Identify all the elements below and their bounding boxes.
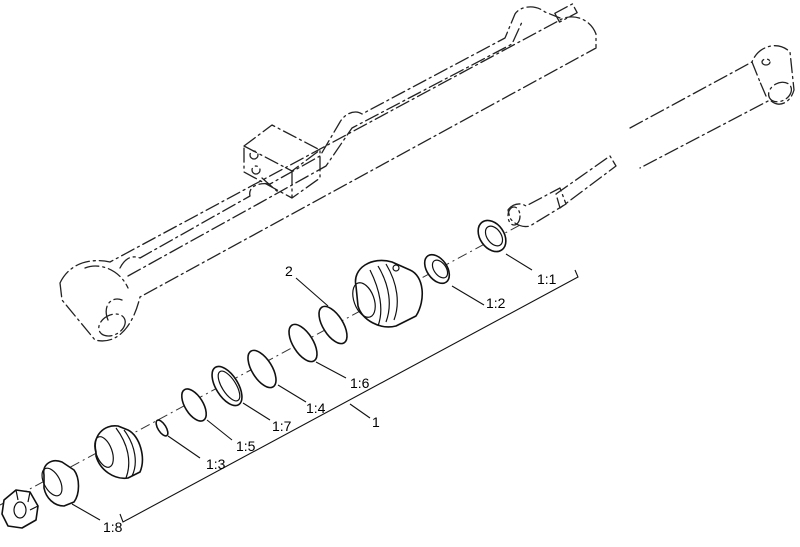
callout-1: 1 [372,414,380,430]
callout-1-5: 1:5 [236,438,256,454]
callout-1-3: 1:3 [206,456,226,472]
callout-1-8: 1:8 [103,519,123,535]
seal-1-4 [247,349,277,389]
kit-bracket [119,269,579,523]
callout-1-2: 1:2 [486,295,506,311]
lock-nut [1,489,39,529]
piston [94,425,144,480]
callout-2: 2 [285,263,293,279]
o-ring-2 [318,305,348,345]
ring-1-5 [180,388,208,422]
piston-rod-ghost [507,45,795,228]
rod-seal-1-2 [423,253,451,285]
bushing-1-8 [41,459,80,507]
callout-1-1: 1:1 [537,271,557,287]
leader-lines [71,253,533,521]
cylinder-barrel-ghost [59,3,597,342]
callout-1-6: 1:6 [350,375,370,391]
small-o-ring-1-3 [155,419,169,437]
gland [352,259,423,328]
seal-1-7 [211,365,243,407]
callout-1-4: 1:4 [306,400,326,416]
wiper-seal-1-1 [477,219,507,253]
callout-1-7: 1:7 [272,418,292,434]
o-ring-1-6 [288,323,318,363]
